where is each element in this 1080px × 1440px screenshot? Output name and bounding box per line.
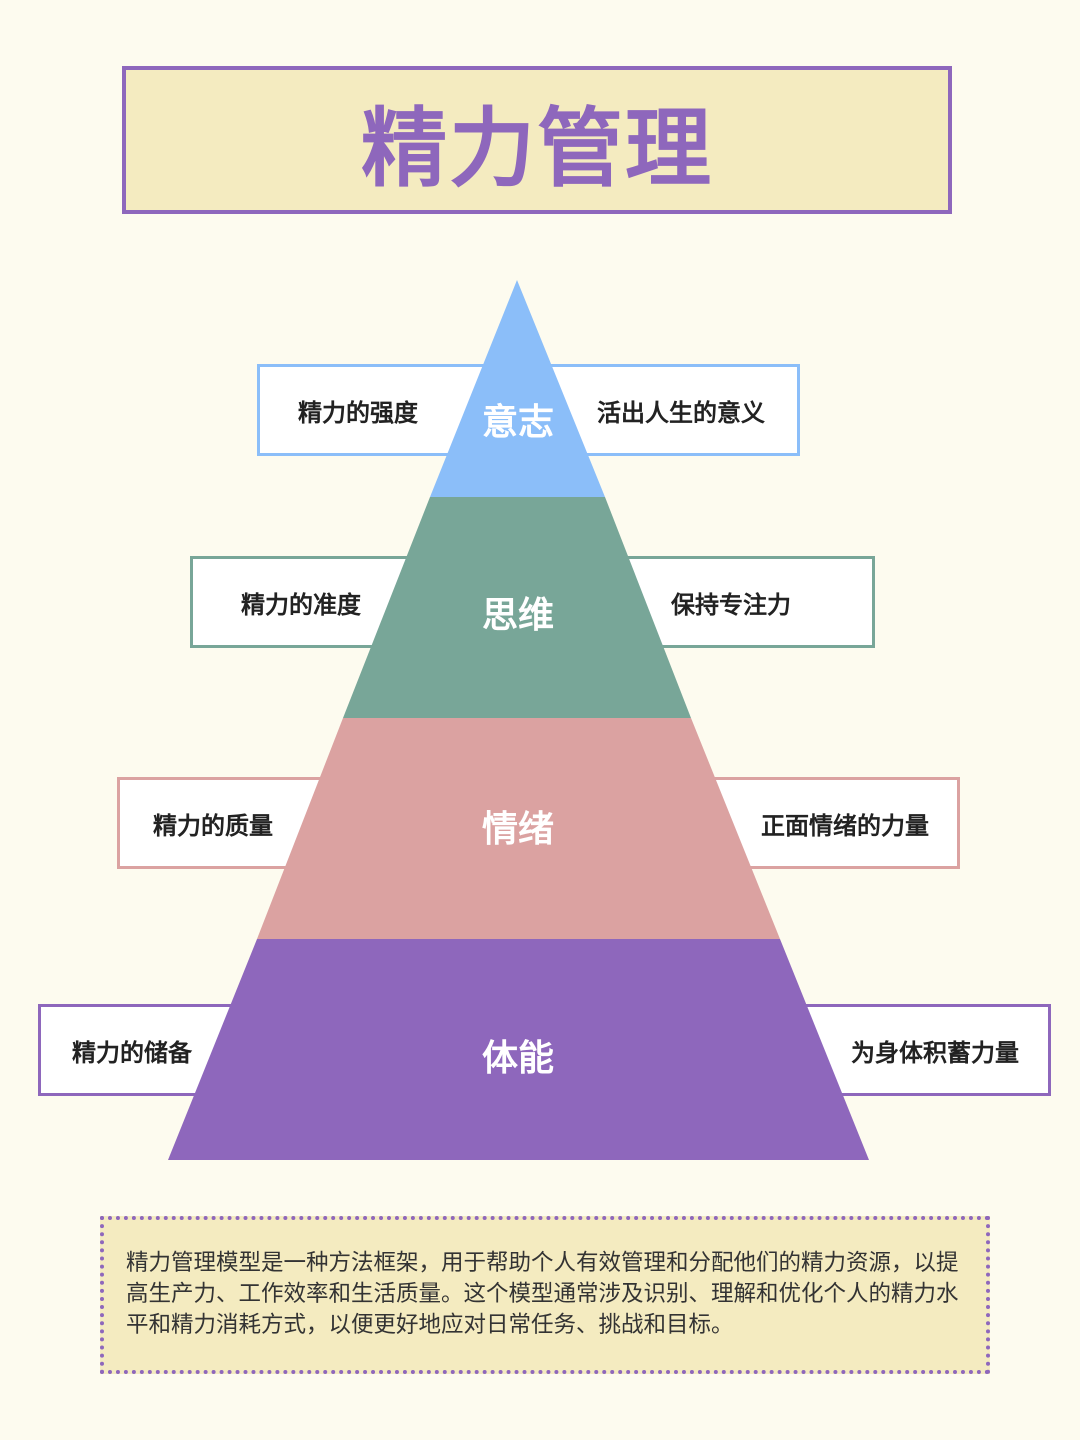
- pyramid-tier-willpower: [430, 280, 605, 497]
- tier-thinking-right-box: 保持专注力: [615, 556, 875, 648]
- tier-label-physical: 体能: [481, 1038, 554, 1079]
- description-box: 精力管理模型是一种方法框架，用于帮助个人有效管理和分配他们的精力资源，以提高生产…: [100, 1216, 990, 1374]
- tier-willpower-right-text: 活出人生的意义: [597, 398, 765, 427]
- tier-willpower-left-box: 精力的强度: [257, 364, 487, 456]
- tier-willpower-right-box: 活出人生的意义: [548, 364, 800, 456]
- description-text: 精力管理模型是一种方法框架，用于帮助个人有效管理和分配他们的精力资源，以提高生产…: [126, 1250, 959, 1338]
- tier-emotion-left-text: 精力的质量: [153, 811, 273, 840]
- pyramid-tier-physical: [168, 939, 869, 1160]
- tier-thinking-right-text: 保持专注力: [671, 590, 791, 619]
- pyramid-tier-thinking: [343, 497, 691, 718]
- tier-label-emotion: 情绪: [481, 809, 554, 850]
- tier-physical-right-text: 为身体积蓄力量: [851, 1038, 1019, 1067]
- tier-emotion-right-text: 正面情绪的力量: [761, 811, 929, 840]
- title-box: 精力管理: [122, 66, 952, 214]
- tier-willpower-left-text: 精力的强度: [298, 398, 418, 427]
- tier-thinking-left-text: 精力的准度: [241, 590, 361, 619]
- page-title: 精力管理: [361, 98, 713, 199]
- tier-label-thinking: 思维: [481, 595, 554, 636]
- tier-label-willpower: 意志: [481, 402, 554, 443]
- pyramid-tier-emotion: [257, 718, 780, 939]
- tier-physical-left-text: 精力的储备: [72, 1038, 192, 1067]
